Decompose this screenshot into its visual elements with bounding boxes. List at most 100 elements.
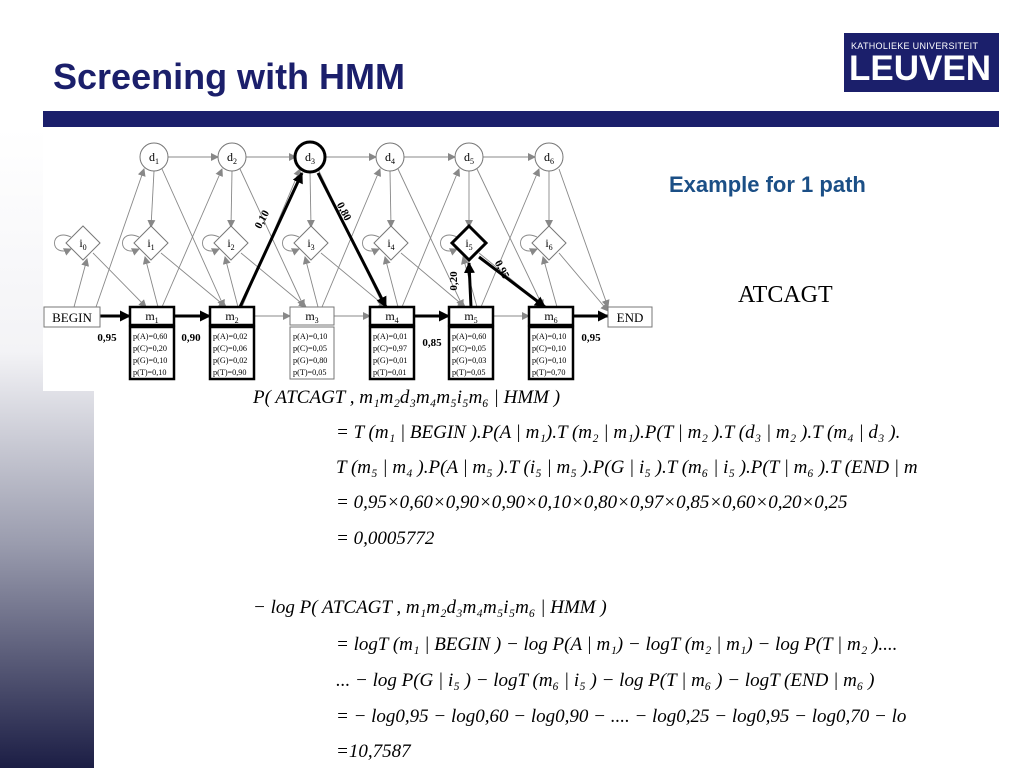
edge-d-i	[147, 170, 156, 228]
logo-top-text: KATHOLIEKE UNIVERSITEIT	[851, 41, 979, 51]
edge-i-m	[92, 252, 147, 308]
emission-prob: p(G)=0,10	[133, 356, 167, 365]
path-i5-m6	[478, 255, 546, 309]
emission-prob: p(T)=0,10	[133, 368, 167, 377]
edge-m-d	[480, 168, 540, 308]
edge-d6-end	[558, 168, 610, 308]
eq-p-line-5: = 0,0005772	[336, 528, 435, 549]
edge-m-d	[401, 168, 461, 308]
emission-prob: p(G)=0,01	[373, 356, 407, 365]
edge-d-i	[306, 170, 315, 228]
emission-prob: p(G)=0,02	[213, 356, 247, 365]
begin-label: BEGIN	[52, 310, 92, 325]
delete-state-label: d4	[385, 150, 395, 166]
match-state-label: m2	[225, 309, 238, 325]
delete-state-label: d3	[305, 150, 315, 166]
insert-self-loop	[282, 234, 300, 256]
match-state-label: m5	[464, 309, 477, 325]
insert-state-i2	[213, 225, 249, 261]
emission-prob: p(A)=0,60	[133, 332, 167, 341]
eq-p-line-2: = T (m₁ | BEGIN ).P(A | m₁).T (m₂ | m₁).…	[336, 422, 901, 443]
emission-prob: p(C)=0,20	[133, 344, 167, 353]
emission-prob: p(A)=0,10	[293, 332, 327, 341]
transition-prob: 0,10	[253, 208, 273, 231]
match-state-label: m3	[305, 309, 318, 325]
edge-m-i	[541, 256, 558, 308]
transition-prob: 0,95	[581, 332, 601, 344]
insert-self-loop	[440, 234, 458, 256]
emission-prob: p(A)=0,10	[532, 332, 566, 341]
match-state-m3	[289, 306, 335, 326]
insert-state-label: i1	[147, 236, 154, 252]
emission-prob: p(C)=0,06	[213, 344, 247, 353]
match-state-label: m4	[385, 309, 398, 325]
insert-state-label: i2	[227, 236, 234, 252]
emission-prob: p(G)=0,10	[532, 356, 566, 365]
emission-prob: p(A)=0,60	[452, 332, 486, 341]
emission-prob: p(C)=0,10	[532, 344, 566, 353]
emission-prob: p(C)=0,97	[373, 344, 407, 353]
edge-m-d	[161, 168, 223, 308]
path-d3-m4	[316, 172, 388, 308]
emission-prob: p(G)=0,03	[452, 356, 486, 365]
emission-prob: p(C)=0,05	[293, 344, 327, 353]
delete-state-label: d5	[464, 150, 474, 166]
delete-state-d2	[217, 142, 247, 172]
insert-self-loop	[520, 234, 538, 256]
logo-main-text: LEUVEN	[849, 49, 991, 88]
delete-state-label: d6	[544, 150, 554, 166]
end-state	[607, 306, 653, 328]
transition-prob: 0,20	[448, 271, 460, 291]
insert-state-label: i0	[79, 236, 86, 252]
delete-state-d1	[139, 142, 169, 172]
eq-p-line-4: = 0,95×0,60×0,90×0,90×0,10×0,80×0,97×0,8…	[336, 492, 848, 513]
eq-log-line-1: − log P( ATCAGT , m₁m₂d₃m₄m₅i₅m₆ | HMM )	[253, 597, 607, 618]
eq-log-line-4: = − log0,95 − log0,60 − log0,90 − .... −…	[336, 706, 907, 727]
edge-begin-d1	[95, 168, 146, 308]
edge-m-i	[222, 256, 239, 308]
insert-self-loop	[202, 234, 220, 256]
delete-state-d4	[375, 142, 405, 172]
edge-begin-i0	[73, 258, 90, 308]
transition-prob: 0,85	[422, 337, 442, 349]
delete-state-label: d1	[149, 150, 159, 166]
match-state-m4	[368, 305, 416, 327]
insert-state-i4	[373, 225, 409, 261]
slide-title: Screening with HMM	[53, 56, 406, 97]
path-m5-i5	[463, 262, 475, 308]
match-state-label: m1	[145, 309, 158, 325]
insert-state-i0	[65, 225, 101, 261]
edge-d-i	[386, 170, 395, 228]
title-rule	[43, 111, 999, 127]
emission-prob: p(A)=0,02	[213, 332, 247, 341]
eq-log-line-3: ... − log P(G | i₅ ) − logT (m₆ | i₅ ) −…	[336, 670, 875, 691]
eq-log-line-5: =10,7587	[336, 741, 411, 762]
emission-prob: p(T)=0,70	[532, 368, 566, 377]
edge-m-i	[142, 256, 159, 308]
edge-i-m	[400, 252, 466, 308]
emission-prob: p(T)=0,05	[293, 368, 327, 377]
insert-self-loop	[362, 234, 380, 256]
emission-prob: p(T)=0,90	[213, 368, 247, 377]
match-state-m6	[527, 305, 575, 327]
edge-d-i	[227, 170, 236, 228]
delete-state-d6	[534, 142, 564, 172]
match-state-m5	[447, 305, 495, 327]
transition-prob: 0,90	[181, 332, 201, 344]
emission-prob: p(G)=0,80	[293, 356, 327, 365]
insert-state-label: i4	[387, 236, 394, 252]
insert-self-loop	[54, 234, 72, 256]
delete-state-label: d2	[227, 150, 237, 166]
edge-m-i	[382, 256, 399, 308]
edge-i-m	[160, 252, 227, 308]
insert-state-i5	[449, 223, 489, 263]
sequence-label: ATCAGT	[738, 282, 833, 308]
university-logo: KATHOLIEKE UNIVERSITEIT LEUVEN	[844, 33, 999, 92]
delete-state-d5	[454, 142, 484, 172]
eq-log-line-2: = logT (m₁ | BEGIN ) − log P(A | m₁) − l…	[336, 634, 898, 655]
emission-table	[368, 325, 416, 381]
insert-state-i1	[133, 225, 169, 261]
insert-state-i3	[293, 225, 329, 261]
